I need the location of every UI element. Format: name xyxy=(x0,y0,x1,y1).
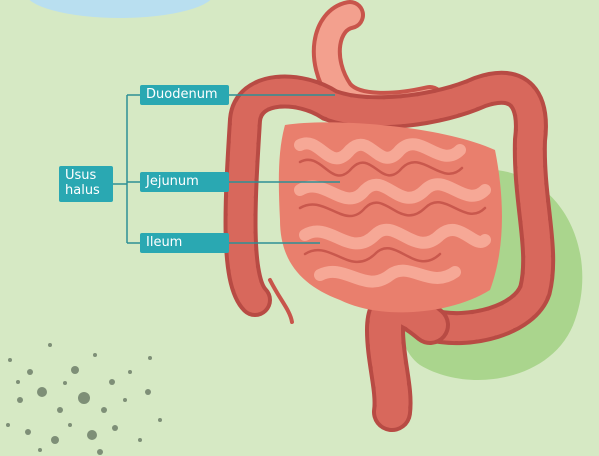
label-duodenum: Duodenum xyxy=(140,85,229,105)
label-usus-halus: Usus halus xyxy=(59,166,113,202)
small-intestine xyxy=(278,122,502,313)
label-jejunum: Jejunum xyxy=(140,172,229,192)
label-ileum: Ileum xyxy=(140,233,229,253)
connector-lines xyxy=(113,94,340,244)
decorative-dots xyxy=(6,343,162,455)
top-cloud-shape xyxy=(29,0,211,18)
